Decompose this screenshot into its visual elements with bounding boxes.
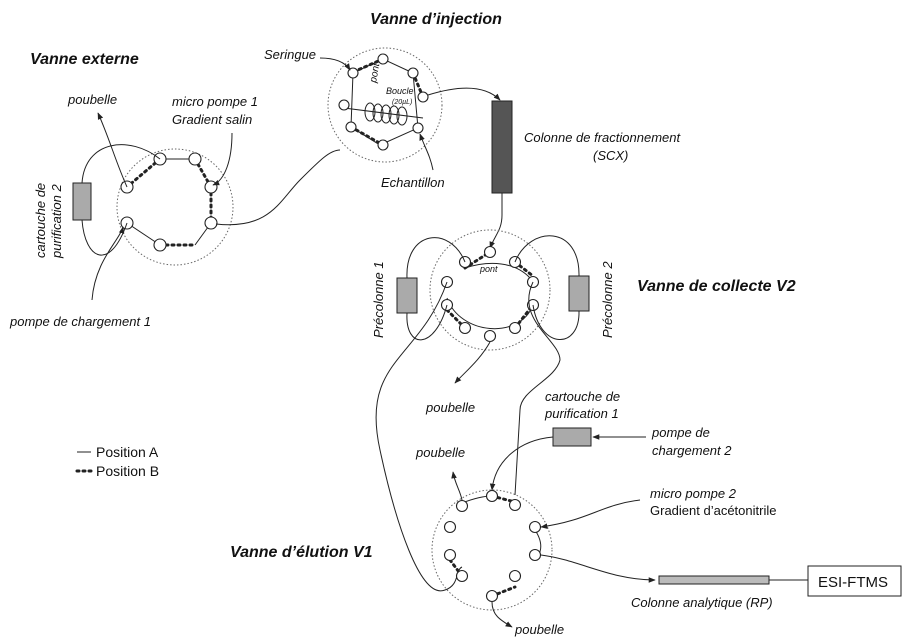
pont-collecte-label: pont (479, 264, 498, 274)
poubelle-elution-bottom-label: poubelle (514, 622, 564, 637)
gradient-salin-label: Gradient salin (172, 112, 252, 127)
port (485, 489, 499, 503)
cartouche-2-label-line1: cartouche de (33, 183, 48, 258)
port (455, 499, 469, 513)
port (407, 67, 419, 79)
pompe-chargement-2-label-line1: pompe de (651, 425, 710, 440)
esi-ftms-box (807, 565, 902, 597)
port (483, 245, 497, 259)
port (347, 67, 359, 79)
precolonne-1 (396, 277, 418, 314)
port (412, 122, 424, 134)
colonne-fractionnement-scx (491, 100, 513, 194)
port (204, 216, 218, 230)
port (377, 53, 389, 65)
micro-pompe-1-label: micro pompe 1 (172, 94, 258, 109)
cartouche-1-label-line1: cartouche de (545, 389, 620, 404)
vanne-externe (72, 112, 341, 301)
legend-position-a: Position A (96, 444, 159, 460)
seringue-label: Seringue (264, 47, 316, 62)
poubelle-elution-top-label: poubelle (415, 445, 465, 460)
boucle-volume-label: (20µL) (392, 99, 412, 106)
port (508, 321, 522, 335)
cartouche-purification-2 (72, 182, 92, 221)
vanne-externe-title: Vanne externe (30, 51, 139, 68)
precolonne-1-label: Précolonne 1 (371, 261, 386, 338)
port (443, 548, 457, 562)
cartouche-purification-1 (552, 427, 592, 447)
vanne-externe-body (116, 148, 234, 266)
boucle-label: Boucle (386, 86, 414, 96)
connection-line (375, 281, 463, 592)
poubelle-collecte-label: poubelle (425, 400, 475, 415)
boucle-coil (364, 102, 408, 126)
legend-position-b: Position B (96, 463, 159, 479)
colonne-analytique (658, 575, 770, 585)
port (204, 180, 218, 194)
echantillon-label: Echantillon (381, 175, 445, 190)
vanne-injection (319, 47, 501, 171)
port (458, 321, 472, 335)
pont-label: pont (368, 61, 383, 84)
port (483, 329, 497, 343)
colonne-fractionnement-scx-label: (SCX) (593, 148, 628, 163)
port (153, 238, 167, 252)
colonne-analytique-label: Colonne analytique (RP) (631, 595, 773, 610)
poubelle-label: poubelle (67, 92, 117, 107)
colonne-fractionnement-label: Colonne de fractionnement (524, 130, 681, 145)
precolonne-2 (568, 275, 590, 312)
vanne-collecte-body (429, 229, 551, 351)
gradient-acetonitrile-label: Gradient d’acétonitrile (650, 503, 776, 518)
vanne-collecte-title: Vanne de collecte V2 (637, 278, 796, 295)
port (485, 589, 499, 603)
legend: Position A Position B (75, 444, 159, 479)
port (508, 569, 522, 583)
pompe-chargement-1-label: pompe de chargement 1 (9, 314, 151, 329)
vanne-injection-body (327, 47, 443, 163)
port (528, 520, 542, 534)
port (377, 139, 389, 151)
connection-line (514, 281, 561, 496)
precolonne-2-label: Précolonne 2 (600, 261, 615, 338)
micro-pompe-2-label: micro pompe 2 (650, 486, 737, 501)
port (443, 520, 457, 534)
port (188, 152, 202, 166)
cartouche-1-label-line2: purification 1 (544, 406, 619, 421)
pompe-chargement-2-label-line2: chargement 2 (652, 443, 732, 458)
vanne-injection-title: Vanne d’injection (370, 11, 502, 28)
vanne-elution-title: Vanne d’élution V1 (230, 544, 373, 561)
port (508, 498, 522, 512)
esi-ftms-label: ESI-FTMS (818, 574, 888, 591)
port (528, 548, 542, 562)
vanne-elution-v1 (431, 427, 656, 628)
port (345, 121, 357, 133)
port (338, 99, 350, 111)
port (417, 91, 429, 103)
vanne-elution-body (431, 489, 553, 611)
port (455, 569, 469, 583)
vanne-collecte-v2 (396, 229, 590, 384)
cartouche-2-label-line2: purification 2 (49, 184, 64, 259)
